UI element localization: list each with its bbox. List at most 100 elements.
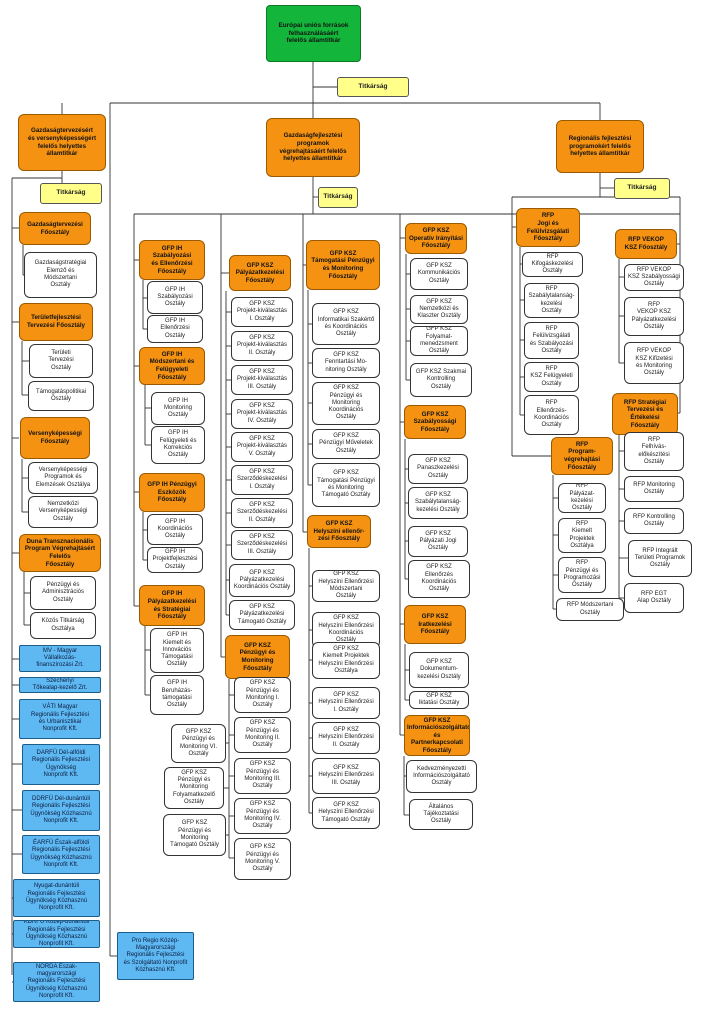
org-unit-label: GFP KSZ Panaszkezelési Osztály — [417, 458, 459, 479]
org-unit-label: RFP VEKOP KSZ Kifizetési és Monitoring O… — [635, 348, 673, 377]
org-unit-label: Széchenyi Tőkealap-kezelő Zrt. — [32, 677, 88, 691]
org-unit-rs5: RFP EGT Alap Osztály — [624, 583, 684, 613]
org-unit-label: RFP Kifogáskezelési Osztály — [531, 253, 574, 275]
org-unit-pk8: GFP KSZ Szerződéskezelési III. Osztály — [231, 530, 293, 560]
org-unit-he4: GFP KSZ Helyszíni Ellenőrzési I. Osztály — [312, 687, 380, 719]
org-unit-gtf1: Gazdaságstratégiai Elemző és Módszertani… — [24, 252, 97, 298]
org-unit-label: GFP KSZ Pénzügyi és Monitoring VI. Osztá… — [179, 728, 218, 757]
org-unit-label: GFP KSZ Szerződéskezelési III. Osztály — [236, 534, 288, 555]
org-unit-label: GFP IH Szabályozási és Ellenőrzési Főosz… — [151, 244, 193, 275]
org-unit-label: RFP Kontrolling Osztály — [633, 513, 675, 527]
org-unit-pk3: GFP KSZ Projekt-kiválasztás III. Osztály — [231, 365, 293, 395]
org-unit-titk1: Titkárság — [337, 77, 409, 97]
org-unit-ih4a: GFP IH Kiemelt és Innovációs Támogatási … — [150, 628, 204, 673]
org-unit-rj1: RFP Kifogáskezelési Osztály — [522, 252, 583, 277]
org-unit-rpv2: RFP Kiemelt Projektek Osztálya — [558, 518, 606, 553]
org-unit-tff: Területfejlesztési Tervezési Főosztály — [19, 303, 93, 341]
org-unit-rpv4: RFP Módszertani Osztály — [556, 598, 624, 621]
org-unit-label: GFP KSZ Pénzügyi és Monitoring V. Osztál… — [245, 844, 280, 873]
org-unit-b2: Széchenyi Tőkealap-kezelő Zrt. — [19, 677, 101, 693]
org-unit-reg: Regionális fejlesztési programokért fele… — [556, 120, 644, 173]
org-unit-label: RFP VEKOP KSZ Pályázatkezelési Osztály — [631, 301, 677, 330]
org-unit-label: GFP KSZ Iratkezelési Főosztály — [418, 613, 452, 636]
org-unit-he5: GFP KSZ Helyszíni Ellenőrzési II. Osztál… — [312, 722, 380, 754]
org-unit-label: GFP KSZ Helyszíni Ellenőrzési I. Osztály — [318, 692, 374, 713]
org-unit-rj3: RFP Felülvizsgálati és Szabályozási Oszt… — [524, 322, 579, 359]
org-unit-label: GFP KSZ Iktatási Osztály — [418, 692, 460, 706]
org-unit-label: GFP IH Módszertani és Felügyeleti Főoszt… — [149, 350, 195, 381]
org-unit-pm4: GFP KSZ Pénzügyi és Monitoring IV. Osztá… — [234, 798, 291, 834]
org-unit-label: RFP Jogi és Felülvizsgálati Főosztály — [526, 212, 570, 243]
org-unit-pm8: GFP KSZ Pénzügyi és Monitoring Támogató … — [163, 814, 226, 856]
org-unit-label: Nemzetközi Versenyképességi Osztály — [38, 501, 88, 522]
org-unit-sz3: GFP KSZ Pályázati Jogi Osztály — [408, 526, 468, 557]
org-unit-label: ÉARFÜ Észak-alföldi Regionális Fejleszté… — [30, 839, 92, 868]
org-unit-label: GFP KSZ Helyszíni Ellenőrzési II. Osztál… — [318, 727, 374, 748]
org-unit-label: GFP KSZ Helyszíni Ellenőrzési Támogató O… — [318, 802, 374, 823]
org-unit-pk5: GFP KSZ Projekt-kiválasztás V. Osztály — [231, 432, 293, 462]
org-unit-oi3: GFP KSZ Folyamat- menedzsment Osztály — [410, 326, 468, 356]
org-unit-sz: GFP KSZ Szabályossági Főosztály — [404, 405, 466, 439]
org-unit-pm1: GFP KSZ Pénzügyi és Monitoring I. Osztál… — [234, 677, 291, 713]
org-unit-label: GFP KSZ Kiemelt Projektek Helyszíni Elle… — [318, 645, 374, 674]
org-unit-label: RFP Monitoring Osztály — [633, 481, 675, 495]
org-unit-label: GFP IH Pályázatkezelési és Stratégiai Fő… — [147, 590, 197, 621]
org-unit-he: GFP KSZ Helyszíni ellenőr- zési Főosztál… — [307, 515, 371, 548]
org-unit-pk4: GFP KSZ Projekt-kiválasztás IV. Osztály — [231, 399, 293, 429]
org-unit-b5: DDRFÜ Dél-dunántúli Regionális Fejleszté… — [22, 790, 100, 831]
org-unit-label: GFP KSZ Fenntartási Mo- nitoring Osztály — [324, 352, 367, 373]
org-unit-label: RFP Felhívás- előkészítési Osztály — [638, 436, 670, 465]
org-unit-dtp: Duna Transznacionális Program Végrehajtá… — [19, 534, 101, 572]
org-unit-inf: GFP KSZ Információszolgáltató és Partner… — [404, 715, 470, 756]
org-unit-label: GFP KSZ Pénzügyi és Monitoring Főosztály — [239, 641, 276, 672]
org-unit-label: Duna Transznacionális Program Végrehajtá… — [24, 537, 96, 568]
org-unit-ih3: GFP IH Pénzügyi Eszközök Főosztály — [139, 473, 205, 512]
org-unit-label: RFP Szabálytalanság- kezelési Osztály — [528, 285, 575, 314]
org-unit-pm5: GFP KSZ Pénzügyi és Monitoring V. Osztál… — [234, 838, 291, 880]
org-unit-ih4: GFP IH Pályázatkezelési és Stratégiai Fő… — [139, 585, 205, 626]
org-unit-b7: Nyugat-dunántúli Regionális Fejlesztési … — [13, 879, 100, 917]
org-unit-label: GFP IH Ellenőrzési Osztály — [160, 318, 190, 339]
org-unit-gfp: Gazdaságfejlesztési programok végrehajtá… — [266, 118, 360, 177]
org-unit-oi4: GFP KSZ Szakmai Kontrolling Osztály — [410, 363, 472, 397]
org-unit-label: GFP KSZ Szabálytalanság- kezelési Osztál… — [414, 492, 462, 513]
org-unit-vkf1: Versenyképességi Programok és Elemzések … — [28, 462, 98, 494]
org-unit-label: GFP KSZ Pénzügyi és Monitoring III. Oszt… — [244, 761, 281, 790]
org-unit-label: GFP KSZ Kommunikációs Osztály — [417, 263, 461, 284]
org-unit-sz2: GFP KSZ Szabálytalanság- kezelési Osztál… — [408, 487, 468, 519]
org-unit-tp3: GFP KSZ Pénzügyi és Monitoring Koordinác… — [312, 382, 380, 425]
org-unit-label: RFP Pályázat- kezelési Osztály — [569, 483, 595, 512]
org-unit-label: GFP KSZ Helyszíni Ellenőrzési III. Osztá… — [318, 765, 374, 786]
org-unit-pk1: GFP KSZ Projekt-kiválasztás I. Osztály — [231, 297, 293, 327]
org-unit-tp: GFP KSZ Támogatási Pénzügyi és Monitorin… — [306, 240, 380, 290]
org-unit-he7: GFP KSZ Helyszíni Ellenőrzési Támogató O… — [312, 797, 380, 829]
org-unit-dtp2: Közös Titkárság Osztálya — [30, 612, 96, 639]
org-unit-label: GFP IH Beruházás- támogatási Osztály — [161, 680, 193, 709]
org-unit-label: NORDA Észak- magyarországi Regionális Fe… — [25, 963, 88, 999]
org-unit-rpv: RFP Program- végrehajtási Főosztály — [551, 437, 613, 475]
org-unit-label: Gazdaságfejlesztési programok végrehajtá… — [279, 132, 347, 163]
org-unit-label: GFP KSZ Pénzügyi és Monitoring Folyamatk… — [172, 769, 216, 805]
org-unit-dtp1: Pénzügyi és Adminisztrációs Osztály — [30, 576, 96, 610]
org-unit-titkR: Titkárság — [614, 178, 670, 199]
org-unit-label: GFP IH Koordinációs Osztály — [157, 518, 193, 540]
org-unit-oi2: GFP KSZ Nemzetközi és Klaszter Osztály — [410, 295, 468, 324]
org-unit-label: Gazdaságtervezésért és versenyképességér… — [27, 127, 97, 158]
org-unit-label: Európai uniós források felhasználásáért … — [278, 21, 349, 45]
org-unit-rpv3: RFP Pénzügyi és Programozási Osztály — [558, 557, 606, 593]
org-unit-label: GFP KSZ Helyszíni Ellenőrzési Módszertan… — [318, 571, 374, 600]
org-unit-ih2b: GFP IH Felügyeleti és Korrekciós Osztály — [151, 426, 205, 464]
org-unit-vkf: Versenyképességi Főosztály — [20, 417, 90, 459]
org-unit-label: GFP KSZ Támogatási Pénzügyi és Monitorin… — [317, 470, 375, 499]
org-unit-ih1a: GFP IH Szabályozási Osztály — [147, 281, 203, 314]
org-unit-he6: GFP KSZ Helyszíni Ellenőrzési III. Osztá… — [312, 758, 380, 794]
org-unit-label: KDRFÜ Közép-dunántúli Regionális Fejlesz… — [23, 920, 90, 948]
org-unit-label: GFP KSZ Pályázatkezelési Koordinációs Os… — [233, 569, 291, 591]
org-unit-label: GFP KSZ Pénzügyi és Monitoring IV. Osztá… — [244, 801, 281, 830]
org-unit-tp2: GFP KSZ Fenntartási Mo- nitoring Osztály — [312, 348, 380, 378]
org-unit-label: GFP KSZ Folyamat- menedzsment Osztály — [420, 326, 458, 355]
org-unit-rs: RFP Stratégiai Tervezési és Értékelési F… — [612, 393, 678, 435]
org-unit-label: GFP KSZ Pályázatkezelési Főosztály — [235, 261, 285, 284]
org-unit-label: GFP IH Pénzügyi Eszközök Főosztály — [147, 481, 197, 504]
org-unit-rpv1: RFP Pályázat- kezelési Osztály — [558, 483, 606, 513]
